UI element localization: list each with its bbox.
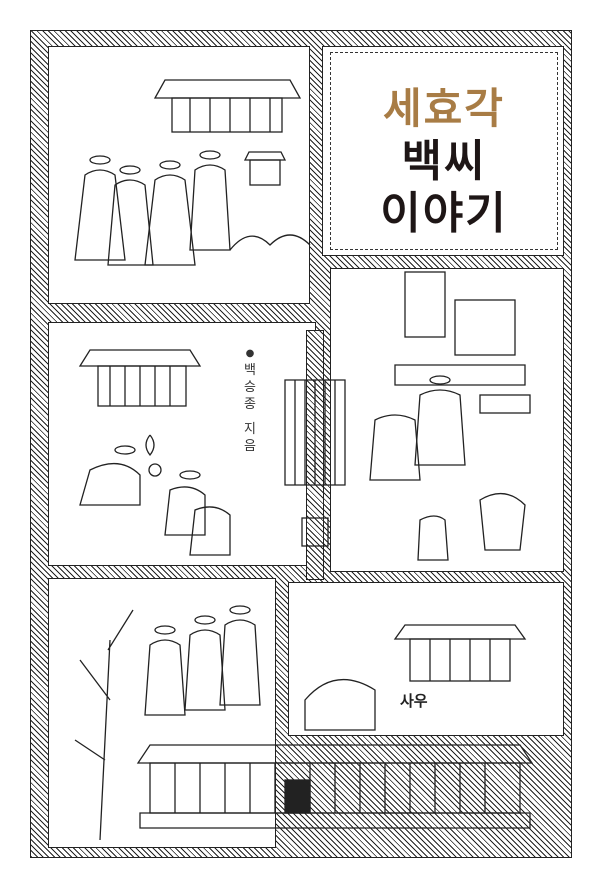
series-title: 세효각 bbox=[383, 84, 505, 133]
gatehouse-illustration bbox=[284, 379, 346, 547]
seated-figures-illustration bbox=[79, 434, 231, 556]
author-char: 지 bbox=[244, 422, 256, 437]
author-credit: ● 백 승 종 지 음 bbox=[240, 345, 260, 455]
book-title-line2: 이야기 bbox=[380, 188, 508, 239]
bullet-icon: ● bbox=[245, 348, 255, 359]
panel-top-left bbox=[48, 46, 310, 304]
panel-right-middle bbox=[330, 268, 564, 572]
scholars-group-top-illustration bbox=[74, 150, 311, 266]
pavilion-left-illustration bbox=[78, 349, 202, 407]
house-scene-illustration bbox=[369, 271, 531, 561]
panel-bottom-left bbox=[48, 578, 276, 848]
pavilion-top-illustration bbox=[153, 79, 302, 186]
author-char: 승 bbox=[244, 380, 256, 395]
publisher: 사우 bbox=[400, 692, 428, 710]
author-char bbox=[240, 413, 260, 421]
panel-bottom-right bbox=[288, 582, 564, 736]
author-char: 음 bbox=[244, 439, 256, 454]
panel-left-middle bbox=[48, 322, 316, 566]
author-char: 종 bbox=[244, 397, 256, 412]
tree-and-crowd-illustration bbox=[74, 605, 261, 841]
pavilion-bottom-right-illustration bbox=[304, 624, 527, 731]
long-hall-illustration bbox=[136, 744, 534, 829]
author-char: 백 bbox=[244, 363, 256, 378]
book-title-line1: 백씨 bbox=[401, 136, 487, 187]
title-box: 세효각 백씨 이야기 bbox=[330, 52, 558, 250]
